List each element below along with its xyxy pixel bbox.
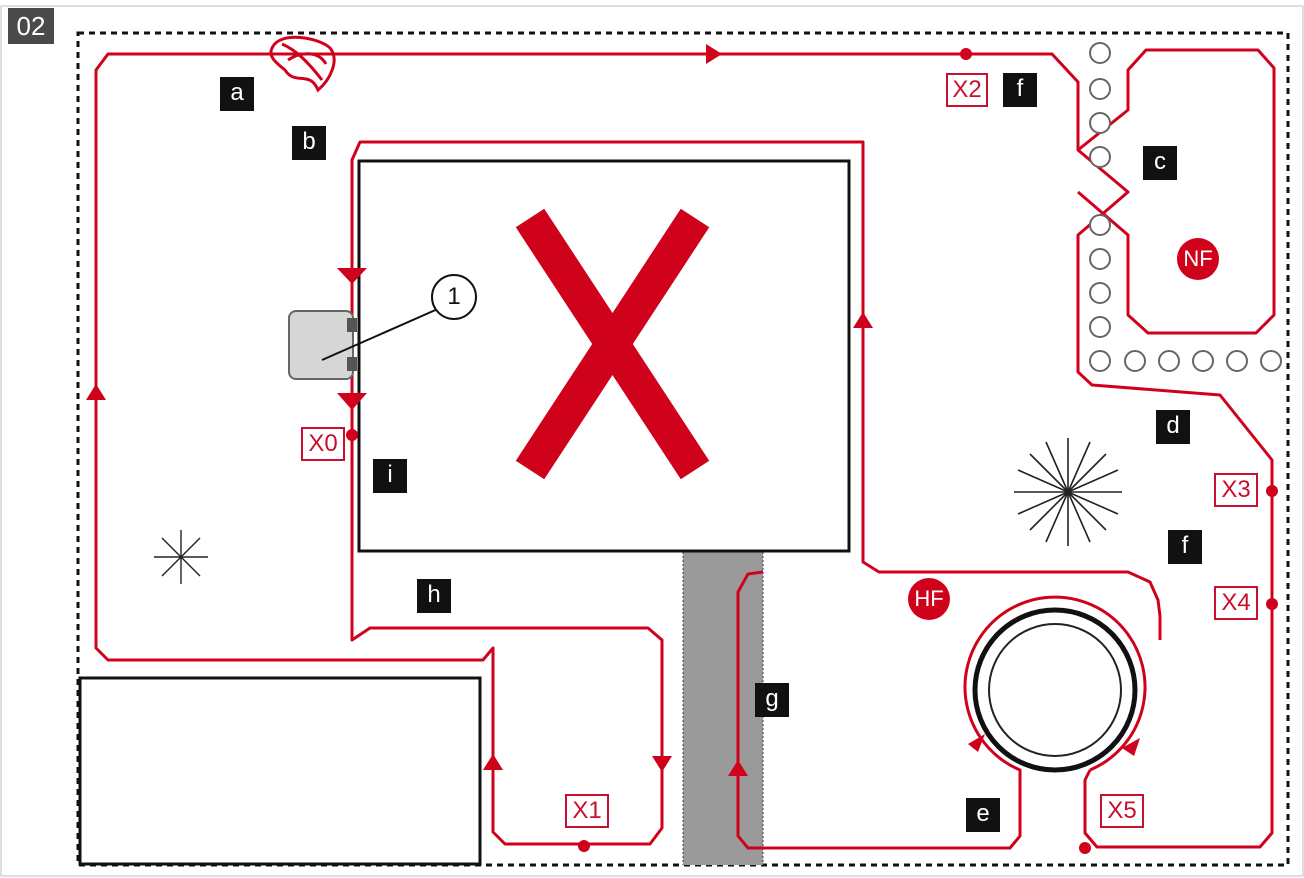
- direction-arrow: [968, 734, 985, 752]
- direction-arrow: [337, 393, 367, 410]
- area-label-b: b: [292, 126, 326, 160]
- shed-building: [78, 676, 482, 866]
- direction-arrow: [853, 312, 873, 328]
- direction-arrow: [337, 268, 367, 284]
- wire-point-x3: [1266, 485, 1278, 497]
- figure-frame: [0, 5, 1304, 877]
- direction-arrow: [483, 754, 503, 770]
- charging-station-icon: [288, 310, 357, 380]
- direction-arrow: [728, 760, 748, 776]
- badge-hf: HF: [908, 578, 950, 620]
- fountain-wire: [736, 570, 1147, 850]
- wire-point-x0: [346, 429, 358, 441]
- direction-arrow: [86, 384, 106, 400]
- callout-leader: [321, 307, 441, 361]
- figure-number: 02: [8, 8, 54, 44]
- direction-arrow: [706, 44, 722, 64]
- wire-point-x2: [960, 48, 972, 60]
- wire-point-x1: [578, 840, 590, 852]
- callout-1: 1: [431, 274, 477, 320]
- marker-x0: X0: [301, 427, 345, 461]
- area-label-g: g: [755, 683, 789, 717]
- area-label-f-top: f: [1003, 73, 1037, 107]
- area-label-c: c: [1143, 146, 1177, 180]
- area-label-f-right: f: [1168, 530, 1202, 564]
- marker-x4: X4: [1214, 586, 1258, 620]
- wire-scribble: [269, 35, 336, 93]
- round-pond-icon: [972, 607, 1138, 773]
- area-label-a: a: [220, 77, 254, 111]
- wire-point-x4: [1266, 598, 1278, 610]
- area-label-h: h: [417, 579, 451, 613]
- wire-point-x5: [1079, 842, 1091, 854]
- bollard-circle-icon: [1089, 42, 1282, 372]
- boundary-wire: [94, 52, 1274, 849]
- marker-x2: X2: [946, 73, 988, 107]
- tree-icon: [154, 530, 208, 584]
- direction-arrow: [652, 756, 672, 772]
- badge-nf: NF: [1177, 238, 1219, 280]
- direction-arrow: [1122, 738, 1140, 756]
- tree-icon: [1014, 438, 1122, 546]
- no-go-x-icon: [515, 208, 710, 480]
- area-label-i: i: [373, 459, 407, 493]
- marker-x1: X1: [565, 794, 609, 828]
- area-label-d: d: [1156, 410, 1190, 444]
- lawn-boundary: [76, 31, 1290, 867]
- marker-x5: X5: [1100, 794, 1144, 828]
- paved-path: [683, 552, 763, 865]
- island-wire: [1077, 48, 1276, 335]
- marker-x3: X3: [1214, 473, 1258, 507]
- area-label-e: e: [966, 798, 1000, 832]
